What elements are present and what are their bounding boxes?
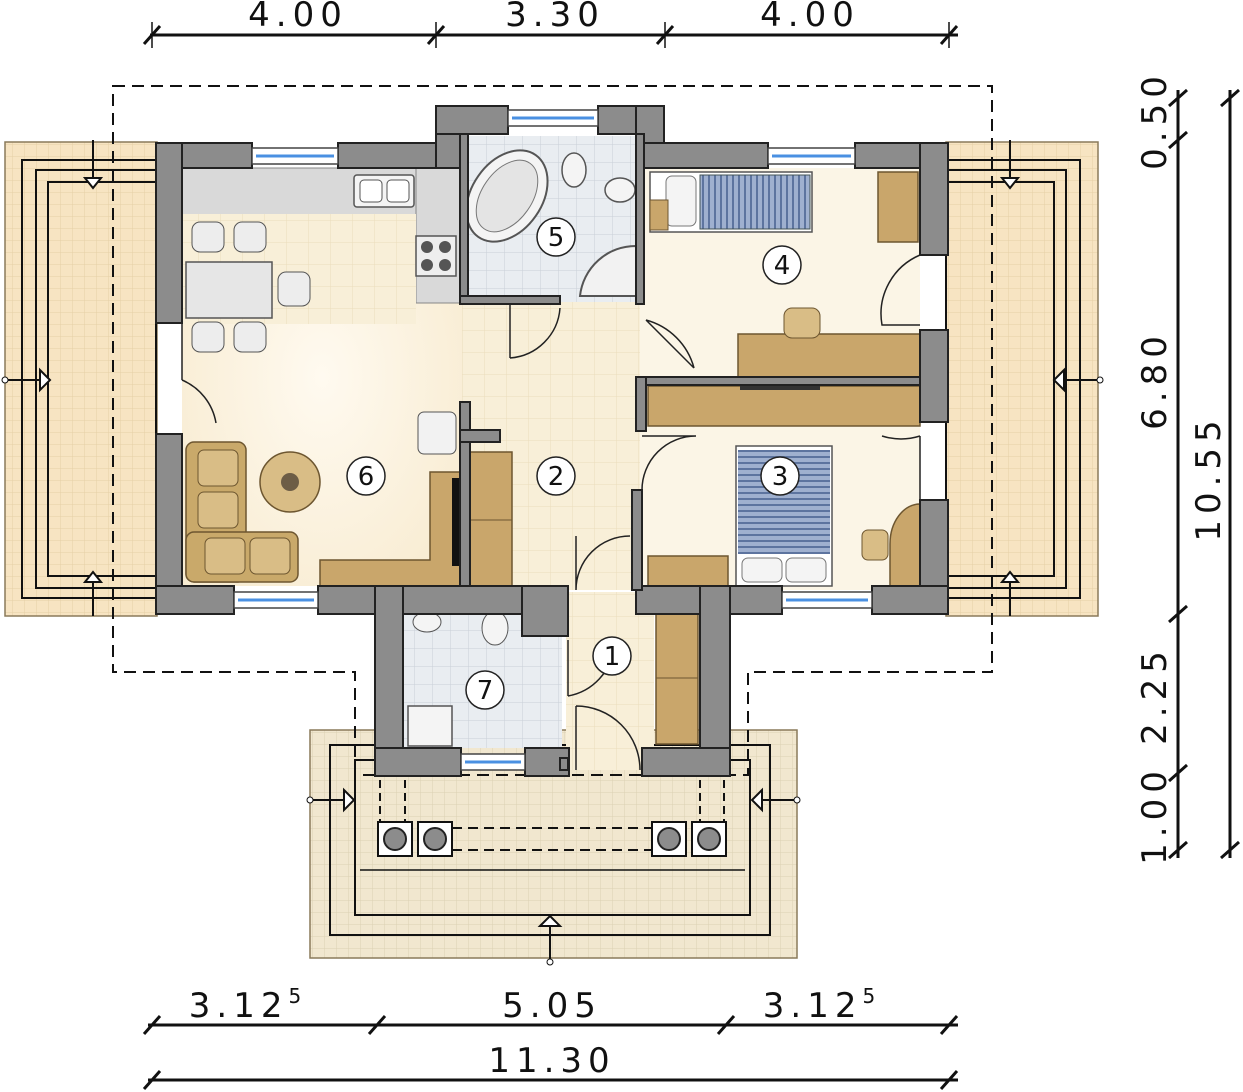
right-dimension-3: 2.25: [1135, 645, 1175, 745]
room-5-marker: 5: [536, 217, 576, 257]
roof-outline: [112, 85, 993, 776]
top-dimension-2: 3.30: [505, 0, 605, 35]
right-dimension-line: [1168, 88, 1240, 860]
room-3-marker: 3: [760, 456, 800, 496]
right-dimension-2: 6.80: [1135, 330, 1175, 430]
walls: [155, 105, 949, 777]
living-room-furniture: [185, 411, 463, 587]
right-terrace: [945, 140, 1104, 617]
bottom-dimension-1: 3.125: [189, 984, 307, 1026]
top-dimension-1: 4.00: [248, 0, 348, 35]
room-3-label: 3: [772, 462, 789, 492]
windows: [233, 109, 873, 771]
right-dimension-1: 0.50: [1135, 70, 1175, 170]
top-dimension-3: 4.00: [760, 0, 860, 35]
room-7-marker: 7: [465, 670, 505, 710]
right-dimension-4: 1.00: [1135, 765, 1175, 865]
left-terrace: [1, 140, 158, 617]
room-4-marker: 4: [762, 245, 802, 285]
bottom-dimension-3: 3.125: [763, 984, 881, 1026]
room-6-marker: 6: [346, 456, 386, 496]
bottom-dimension-line: [142, 1015, 959, 1090]
room-6-label: 6: [358, 462, 375, 492]
top-dimension-line: [142, 22, 959, 48]
room-7-label: 7: [477, 676, 494, 706]
room-1-label: 1: [604, 642, 621, 672]
room-2-marker: 2: [536, 456, 576, 496]
right-dimension-total: 10.55: [1189, 414, 1229, 541]
bottom-dimension-total: 11.30: [488, 1041, 615, 1081]
room-1-marker: 1: [592, 636, 632, 676]
kitchen-furniture: [185, 174, 457, 353]
bottom-dimension-2: 5.05: [502, 986, 602, 1026]
doors: [181, 254, 921, 771]
room-5-label: 5: [548, 223, 565, 253]
room-2-label: 2: [548, 462, 565, 492]
room-4-label: 4: [774, 251, 791, 281]
bedroom-4-furniture: [649, 171, 921, 381]
